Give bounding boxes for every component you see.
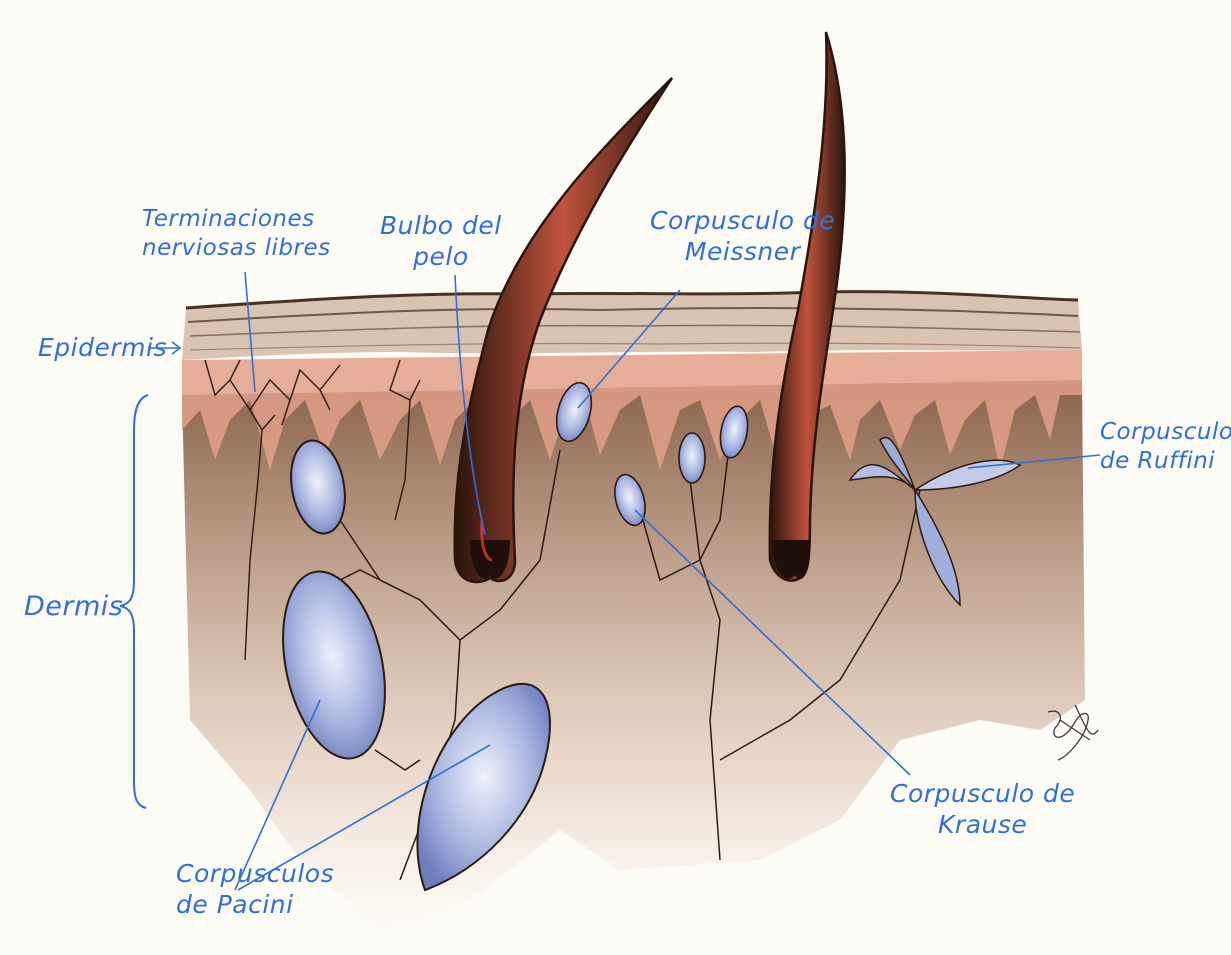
label-bulbo: Bulbo del pelo bbox=[380, 210, 502, 273]
label-dermis: Dermis bbox=[24, 590, 123, 624]
label-meissner: Corpusculo de Meissner bbox=[650, 205, 835, 268]
label-pacini: Corpusculos de Pacini bbox=[176, 858, 334, 921]
dermis-brace bbox=[120, 395, 148, 808]
label-krause: Corpusculo de Krause bbox=[890, 778, 1075, 841]
label-terminaciones: Terminaciones nerviosas libres bbox=[142, 205, 331, 263]
label-ruffini: Corpusculo de Ruffini bbox=[1100, 418, 1231, 476]
label-epidermis: Epidermis bbox=[38, 332, 167, 363]
